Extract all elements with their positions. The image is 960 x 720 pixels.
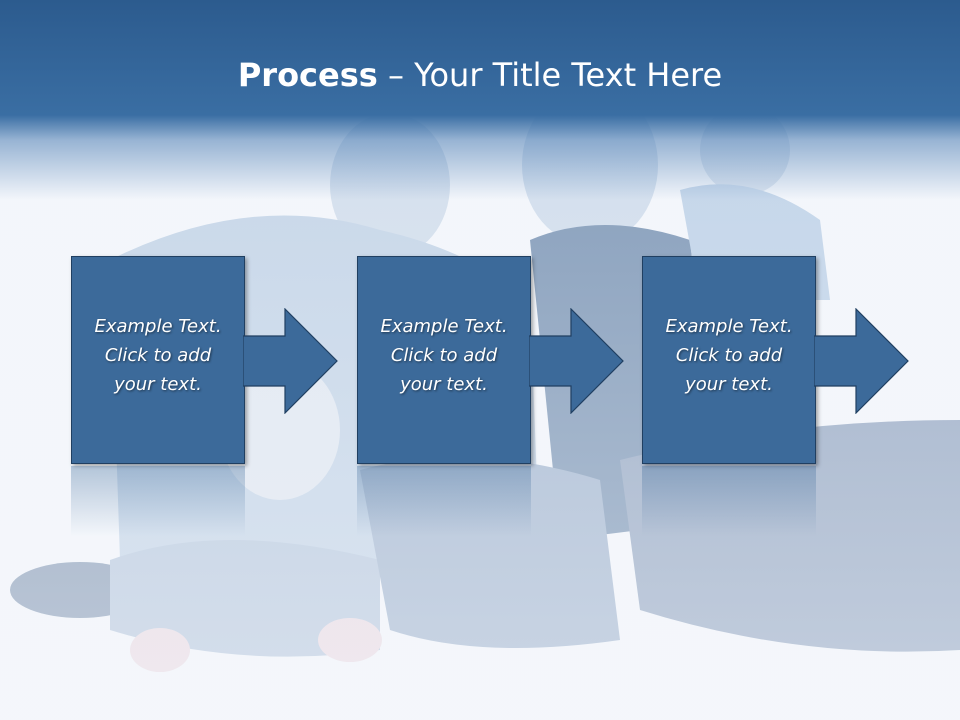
step-text-line-2: Click to add <box>104 345 212 366</box>
title-band <box>0 0 960 200</box>
step-reflection <box>71 466 245 536</box>
step-text-line-1: Example Text. <box>665 316 793 337</box>
step-text-line-1: Example Text. <box>380 316 508 337</box>
slide-title[interactable]: Process – Your Title Text Here <box>0 52 960 98</box>
step-text-line-3: your text. <box>685 374 773 395</box>
step-box[interactable]: Example Text. Click to add your text. <box>357 256 531 464</box>
step-reflection <box>357 466 531 536</box>
title-rest: – Your Title Text Here <box>377 56 723 94</box>
process-step-2[interactable]: Example Text. Click to add your text. <box>357 256 624 464</box>
step-text-line-1: Example Text. <box>94 316 222 337</box>
step-text-line-2: Click to add <box>675 345 783 366</box>
step-text[interactable]: Example Text. Click to add your text. <box>358 312 530 399</box>
process-step-1[interactable]: Example Text. Click to add your text. <box>71 256 338 464</box>
step-text[interactable]: Example Text. Click to add your text. <box>643 312 815 399</box>
step-text[interactable]: Example Text. Click to add your text. <box>72 312 244 399</box>
title-bold: Process <box>237 56 378 94</box>
step-box[interactable]: Example Text. Click to add your text. <box>71 256 245 464</box>
step-box[interactable]: Example Text. Click to add your text. <box>642 256 816 464</box>
step-reflection <box>642 466 816 536</box>
right-arrow-icon <box>529 308 624 414</box>
right-arrow-icon <box>814 308 909 414</box>
process-step-3[interactable]: Example Text. Click to add your text. <box>642 256 909 464</box>
step-text-line-2: Click to add <box>390 345 498 366</box>
step-text-line-3: your text. <box>114 374 202 395</box>
step-text-line-3: your text. <box>400 374 488 395</box>
right-arrow-icon <box>243 308 338 414</box>
